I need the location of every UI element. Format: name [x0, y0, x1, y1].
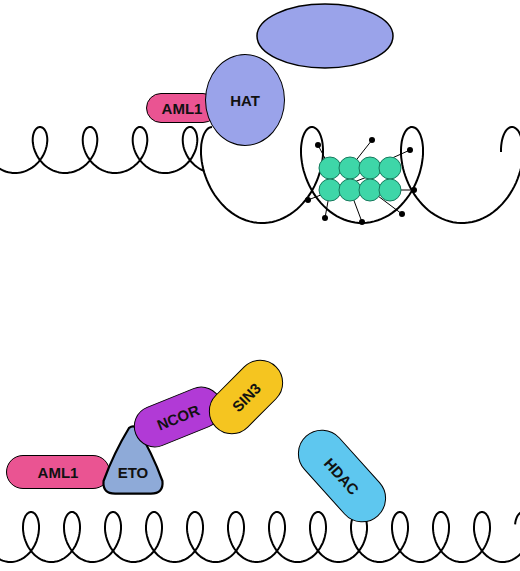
- protein-label: SIN3: [229, 380, 263, 414]
- histone: [379, 179, 401, 201]
- histone: [319, 157, 341, 179]
- hat-complex-subunit: [257, 4, 393, 68]
- nucleosome: [305, 137, 417, 225]
- histone: [339, 179, 361, 201]
- acetyl-mark: [411, 187, 417, 193]
- histone: [339, 157, 361, 179]
- protein-label: AML1: [38, 465, 79, 480]
- histone: [359, 179, 381, 201]
- acetyl-mark: [305, 197, 311, 203]
- protein-label: AML1: [162, 101, 203, 116]
- protein-ellipse: HAT: [205, 54, 285, 146]
- protein-label: HAT: [230, 93, 260, 108]
- acetyl-mark: [369, 137, 375, 143]
- protein-label: HDAC: [322, 455, 362, 497]
- helix-strand: [0, 512, 520, 562]
- dna-helix: [0, 127, 520, 562]
- helix-strand: [0, 127, 204, 173]
- histone: [359, 157, 381, 179]
- acetyl-mark: [315, 142, 321, 148]
- protein-pill: SIN3: [199, 350, 292, 443]
- histone: [379, 157, 401, 179]
- acetyl-mark: [407, 147, 413, 153]
- acetyl-mark: [359, 219, 365, 225]
- histone: [319, 179, 341, 201]
- protein-label: ETO: [118, 465, 149, 480]
- protein-label: NCOR: [155, 402, 202, 432]
- protein-pill: AML1: [6, 455, 110, 489]
- acetyl-mark: [399, 211, 405, 217]
- acetyl-mark: [322, 215, 328, 221]
- protein-pill: HDAC: [288, 420, 396, 532]
